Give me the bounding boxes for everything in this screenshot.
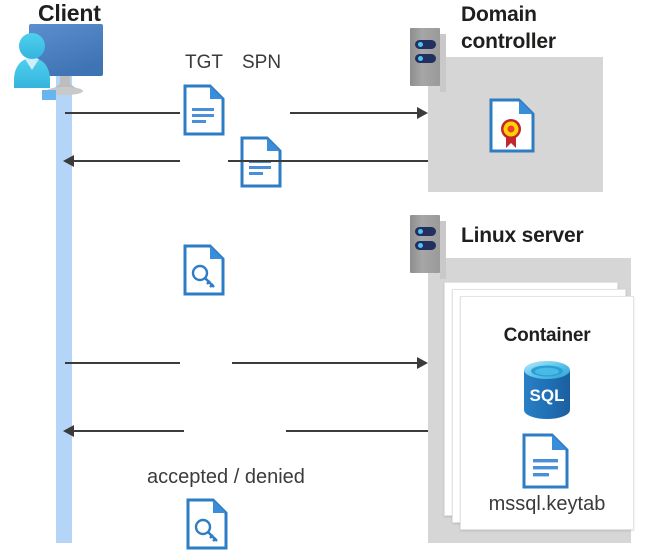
- message-request-line-left: [65, 112, 180, 114]
- tgt-document-icon: [183, 84, 660, 136]
- message-result-arrowhead: [63, 425, 74, 437]
- client-lifeline: [56, 62, 72, 543]
- sql-database-icon: SQL: [516, 359, 578, 421]
- container-card-front: Container: [460, 296, 634, 530]
- container-title: Container: [503, 325, 591, 346]
- keytab-filename-label: mssql.keytab: [488, 493, 606, 515]
- domain-controller-server-rack-icon: [410, 28, 446, 92]
- linux-server-title: Linux server: [461, 224, 584, 247]
- message-ticket-arrowhead: [63, 155, 74, 167]
- message-present-arrowhead: [417, 357, 428, 369]
- message-ticket-line-left: [74, 160, 180, 162]
- keytab-document-icon: [522, 433, 570, 489]
- client-title: Client: [38, 0, 101, 26]
- tgt-label: TGT: [185, 52, 223, 73]
- svg-text:SQL: SQL: [530, 386, 565, 405]
- linux-server-rack-icon: [410, 215, 446, 279]
- message-ticket-line-right: [228, 160, 428, 162]
- domain-controller-title-line2: controller: [461, 30, 556, 53]
- message-present-line-left: [65, 362, 180, 364]
- auth-result-caption: accepted / denied: [147, 466, 305, 488]
- spn-document-icon: [240, 136, 660, 188]
- service-ticket-key-document-icon: [183, 244, 660, 296]
- certificate-icon: [489, 98, 537, 153]
- spn-label: SPN: [242, 52, 282, 73]
- message-result-line-right: [286, 430, 428, 432]
- present-ticket-key-document-icon: [186, 498, 660, 550]
- client-computer-user-icon: [8, 24, 116, 100]
- domain-controller-title-line1: Domain: [461, 3, 537, 26]
- message-result-line-left: [74, 430, 184, 432]
- message-request-line-right: [290, 112, 417, 114]
- message-request-arrowhead: [417, 107, 428, 119]
- domain-controller-title: Domain controller: [461, 1, 641, 55]
- message-present-line-right: [232, 362, 417, 364]
